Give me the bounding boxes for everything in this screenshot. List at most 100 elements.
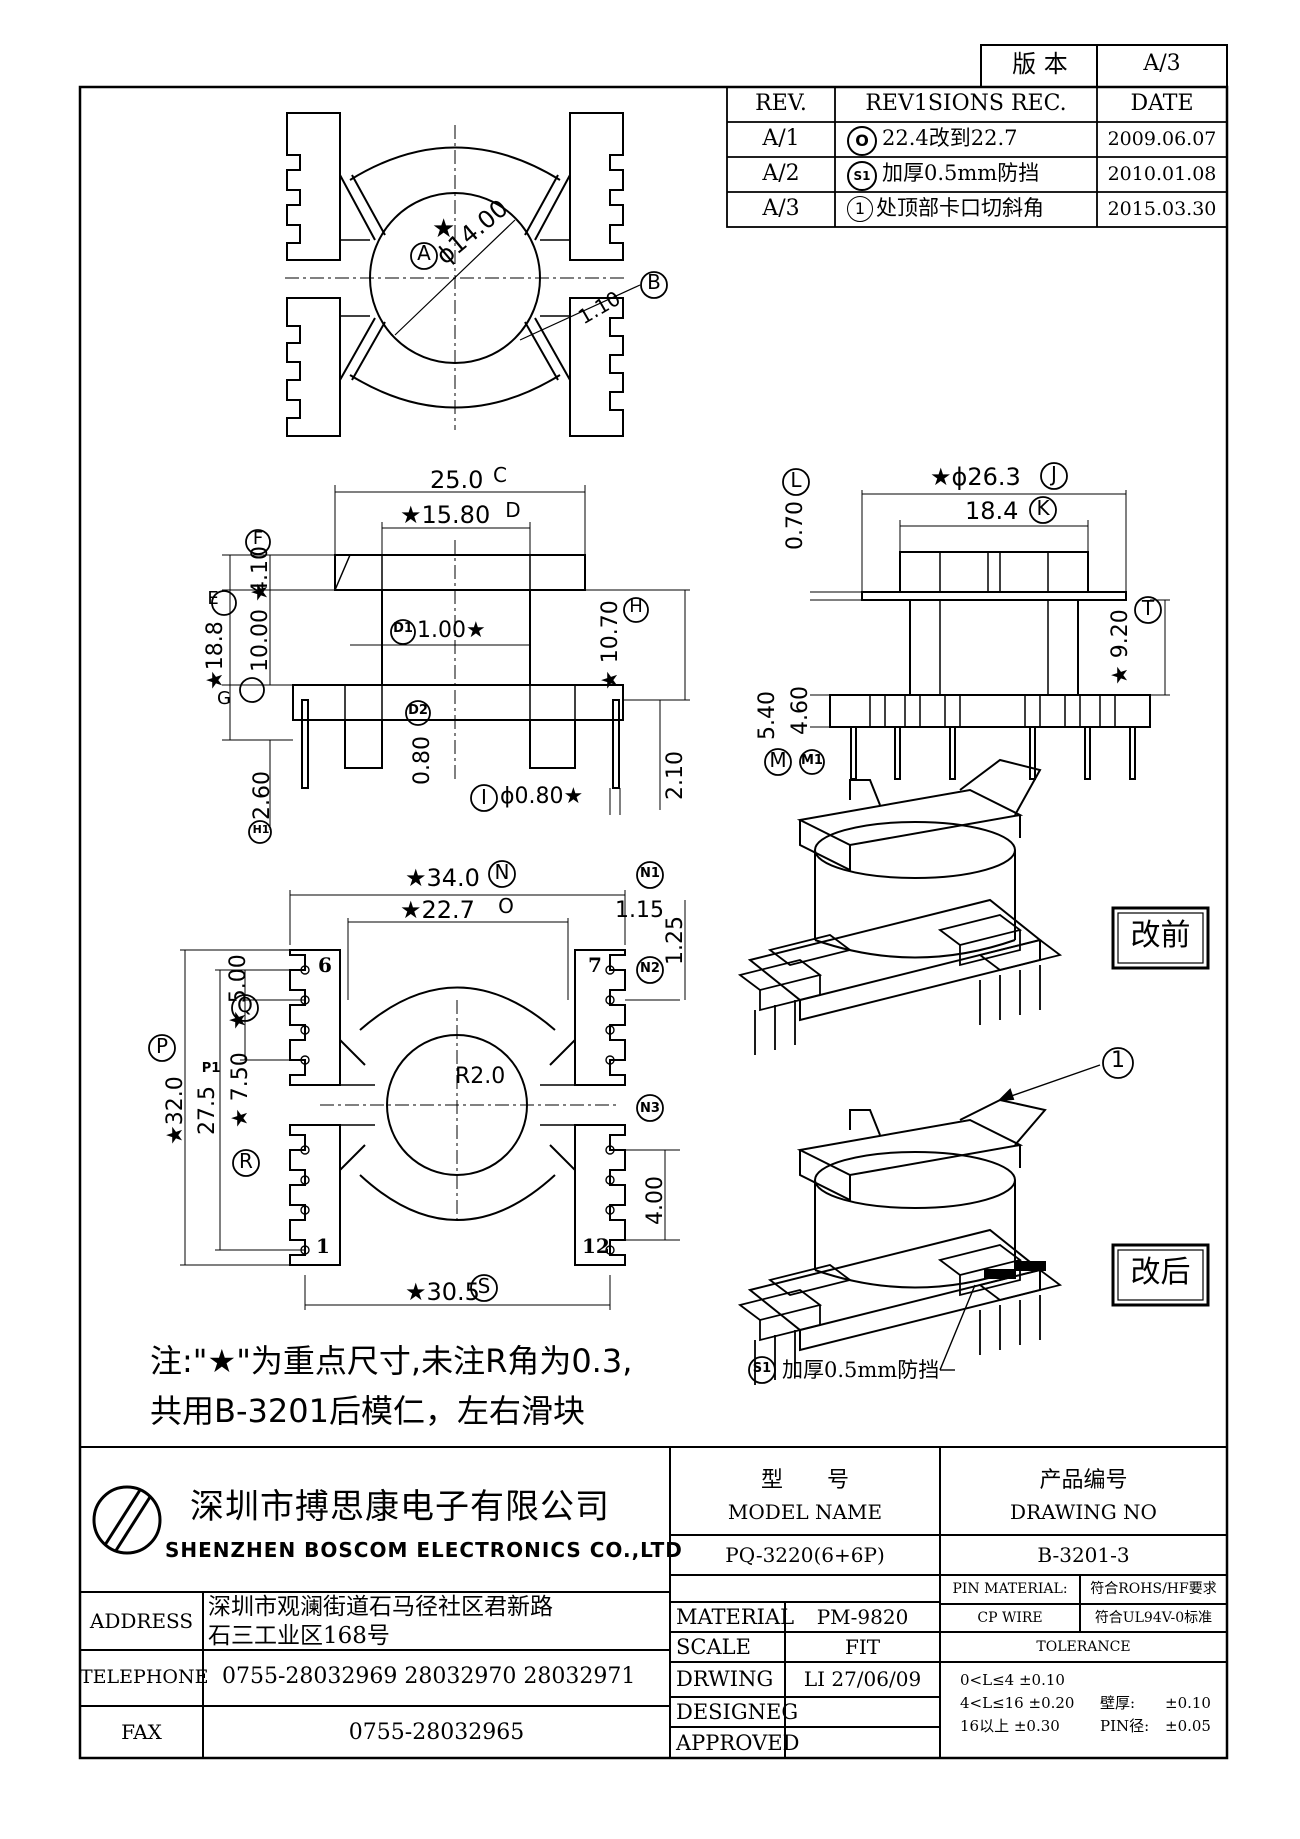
dim-label-n2: N2 — [640, 961, 660, 976]
model-label-cn: 型 号 — [760, 1468, 849, 1493]
cp-wire-label: CP WIRE — [977, 1610, 1043, 1626]
dim-phi263: ★ϕ26.3 — [930, 463, 1021, 491]
dim-label-p: P — [155, 1034, 169, 1058]
iso-view-before — [737, 758, 1210, 1055]
pin-7: 7 — [588, 953, 602, 977]
rev-row-3-rev: A/3 — [762, 196, 800, 221]
dim-label-g: G — [217, 688, 231, 709]
dim-100: 1.00★ — [417, 618, 486, 643]
wall-label: 壁厚: — [1100, 1694, 1136, 1712]
drawing-label-en: DRAWING NO — [1010, 1500, 1157, 1524]
fax-value: 0755-28032965 — [348, 1720, 525, 1745]
dim-080: 0.80 — [410, 736, 435, 785]
note-line-1: 注:"★"为重点尺寸,未注R角为0.3, — [150, 1342, 633, 1380]
dim-label-s: S — [477, 1274, 491, 1298]
front-view — [211, 485, 690, 844]
dim-540: 5.40 — [755, 691, 780, 740]
dim-320: ★32.0 — [163, 1076, 188, 1145]
rev-row-3-text: 处顶部卡口切斜角 — [876, 196, 1044, 220]
address-label: ADDRESS — [89, 1609, 194, 1633]
dim-070: 0.70 — [783, 501, 808, 550]
pin-dia-value: ±0.05 — [1165, 1717, 1211, 1735]
top-view — [285, 112, 668, 437]
dim-label-b: B — [647, 270, 661, 294]
dim-label-c: C — [493, 463, 507, 487]
pin-12: 12 — [582, 1234, 610, 1258]
dim-label-o: O — [498, 894, 514, 918]
title-block — [80, 1446, 1227, 1758]
dim-label-d1: D1 — [393, 621, 413, 636]
material-value: PM-9820 — [816, 1605, 909, 1629]
dim-label-q: Q — [237, 993, 253, 1017]
iso-view-after — [737, 1047, 1210, 1385]
scale-label: SCALE — [676, 1635, 751, 1659]
rev-row-1-date: 2009.06.07 — [1107, 128, 1217, 150]
dim-label-r: R — [239, 1149, 253, 1173]
rev-row-1-rev: A/1 — [762, 126, 800, 151]
tolerance-label: TOLERANCE — [1036, 1639, 1131, 1655]
dim-460: 4.60 — [788, 686, 813, 735]
boscom-logo — [92, 1485, 162, 1555]
pin-material-value: 符合ROHS/HF要求 — [1090, 1581, 1217, 1597]
note-line-2: 共用B-3201后模仁，左右滑块 — [150, 1392, 585, 1430]
dim-250: 25.0 — [430, 466, 484, 494]
version-label: 版 本 — [1012, 50, 1068, 78]
dim-label-k: K — [1036, 496, 1050, 520]
rev-row-1-text: 22.4改到22.7 — [882, 126, 1018, 150]
dim-label-p1: P1 — [201, 1061, 221, 1076]
dim-260: 2.60 — [250, 771, 275, 820]
before-label: 改前 — [1130, 918, 1191, 953]
dim-210: 2.10 — [663, 751, 688, 800]
drwing-value: LI 27/06/09 — [803, 1667, 922, 1691]
fax-label: FAX — [121, 1720, 162, 1744]
scale-value: FIT — [844, 1635, 881, 1659]
model-value: PQ-3220(6+6P) — [725, 1543, 885, 1567]
dim-star-a: ★ — [432, 214, 456, 244]
model-label-en: MODEL NAME — [727, 1500, 883, 1524]
revision-table — [726, 86, 1228, 228]
rev-rec-header: REV1SIONS REC. — [865, 91, 1067, 116]
dim-920: ★ 9.20 — [1108, 609, 1133, 685]
rev-row-3-mark: 1 — [847, 196, 873, 222]
rev-row-2-text: 加厚0.5mm防挡 — [882, 161, 1040, 185]
telephone-value: 0755-28032969 28032970 28032971 — [222, 1664, 636, 1689]
dim-340: ★34.0 — [405, 864, 480, 892]
dim-1000: 10.00 ★ — [248, 582, 273, 672]
dim-label-l: L — [790, 468, 802, 492]
dim-label-j: J — [1051, 462, 1057, 486]
company-en: SHENZHEN BOSCOM ELECTRONICS CO.,LTD — [165, 1538, 683, 1562]
dim-227: ★22.7 — [400, 896, 475, 924]
date-header: DATE — [1130, 91, 1194, 116]
dim-1070: ★ 10.70 — [598, 600, 623, 690]
dim-label-h1: H1 — [252, 823, 270, 836]
dim-label-i: I — [481, 785, 487, 809]
wall-value: ±0.10 — [1165, 1694, 1211, 1712]
dim-label-n1: N1 — [640, 866, 660, 881]
bottom-view — [148, 860, 686, 1310]
telephone-label: TELEPHONE — [80, 1666, 209, 1688]
dim-400: 4.00 — [643, 1176, 668, 1225]
rev-row-1-mark: O — [847, 126, 877, 156]
rev-row-2-rev: A/2 — [762, 161, 800, 186]
drwing-label: DRWING — [676, 1667, 774, 1691]
drawing-value: B-3201-3 — [1037, 1543, 1130, 1567]
s1-mark: S1 — [752, 1361, 772, 1376]
rev-row-2-date: 2010.01.08 — [1107, 163, 1217, 185]
rev-row-2-mark: S1 — [847, 161, 877, 191]
pin-1: 1 — [316, 1234, 330, 1258]
drawing-label-cn: 产品编号 — [1039, 1468, 1128, 1493]
side-view — [764, 462, 1170, 780]
dim-184: 18.4 — [965, 497, 1019, 525]
tolerance-1: 0<L≤4 ±0.10 — [960, 1671, 1065, 1689]
dim-label-e: E — [207, 588, 219, 609]
dim-label-a: A — [417, 241, 431, 265]
designeg-label: DESIGNEG — [676, 1700, 799, 1724]
dim-125: 1.25 — [663, 916, 688, 965]
dim-1580: ★15.80 — [400, 501, 491, 529]
dim-750: ★ 7.50 — [228, 1052, 253, 1128]
rev-header: REV. — [755, 91, 807, 116]
dim-phi080: ϕ0.80★ — [500, 784, 584, 809]
address-line-2: 石三工业区168号 — [208, 1623, 390, 1649]
dim-label-t: T — [1141, 596, 1155, 620]
